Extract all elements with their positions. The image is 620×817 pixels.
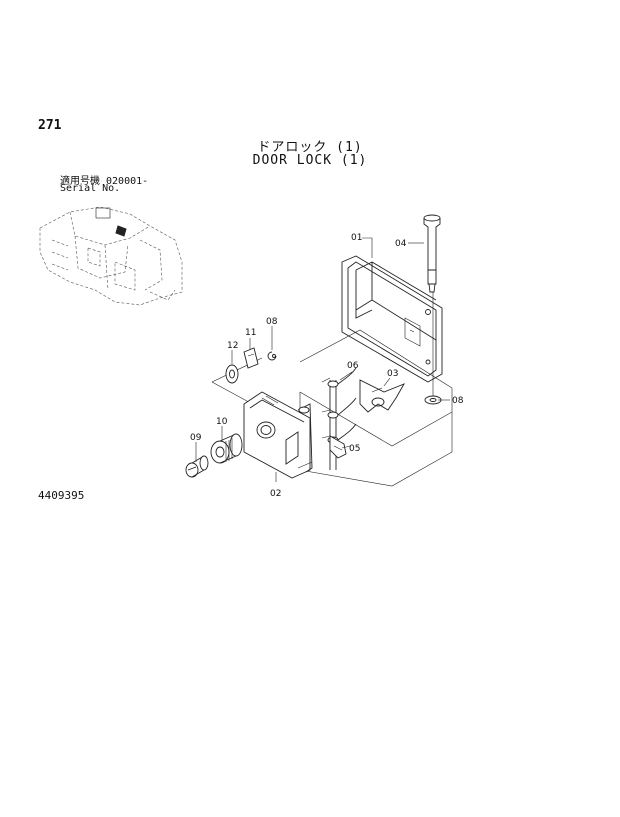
- part-08-washer-lower: [424, 292, 442, 405]
- callout-05: 05: [349, 444, 360, 454]
- part-09-key-cylinder: [185, 455, 209, 478]
- machine-thumbnail: [39, 206, 183, 306]
- callout-03: 03: [387, 369, 398, 379]
- leader-lines: [195, 237, 450, 482]
- part-11-clip: [243, 347, 259, 369]
- page-number: 271: [38, 118, 62, 133]
- callout-08-lower: 08: [452, 396, 464, 406]
- callout-02: 02: [270, 489, 281, 499]
- callout-labels: 01 02 03 04 05 06 08 08 09 10 11 12: [190, 233, 464, 499]
- part-03-latch: [359, 379, 406, 413]
- part-08-ering-upper: [267, 351, 277, 361]
- part-01-lock-housing: [341, 255, 443, 383]
- serial-label-english: Serial No.: [60, 183, 121, 194]
- title-english: DOOR LOCK (1): [252, 153, 368, 168]
- callout-11: 11: [245, 328, 256, 338]
- callout-01: 01: [351, 233, 362, 243]
- part-10-cylinder: [210, 433, 243, 464]
- callout-10: 10: [216, 417, 228, 427]
- title-japanese: ドアロック (1): [257, 140, 363, 155]
- part-04-shaft-pin: [423, 214, 441, 293]
- part-05-lever: [329, 435, 347, 459]
- callout-04: 04: [395, 239, 407, 249]
- part-02-base-plate: [243, 391, 313, 479]
- callout-12: 12: [227, 341, 238, 351]
- callout-09: 09: [190, 433, 202, 443]
- callout-08-upper: 08: [266, 317, 278, 327]
- drawing-number: 4409395: [38, 489, 85, 502]
- part-12-washer: [225, 364, 239, 384]
- callout-06: 06: [347, 361, 359, 371]
- serial-label-japanese: 適用号機 020001-: [60, 176, 149, 187]
